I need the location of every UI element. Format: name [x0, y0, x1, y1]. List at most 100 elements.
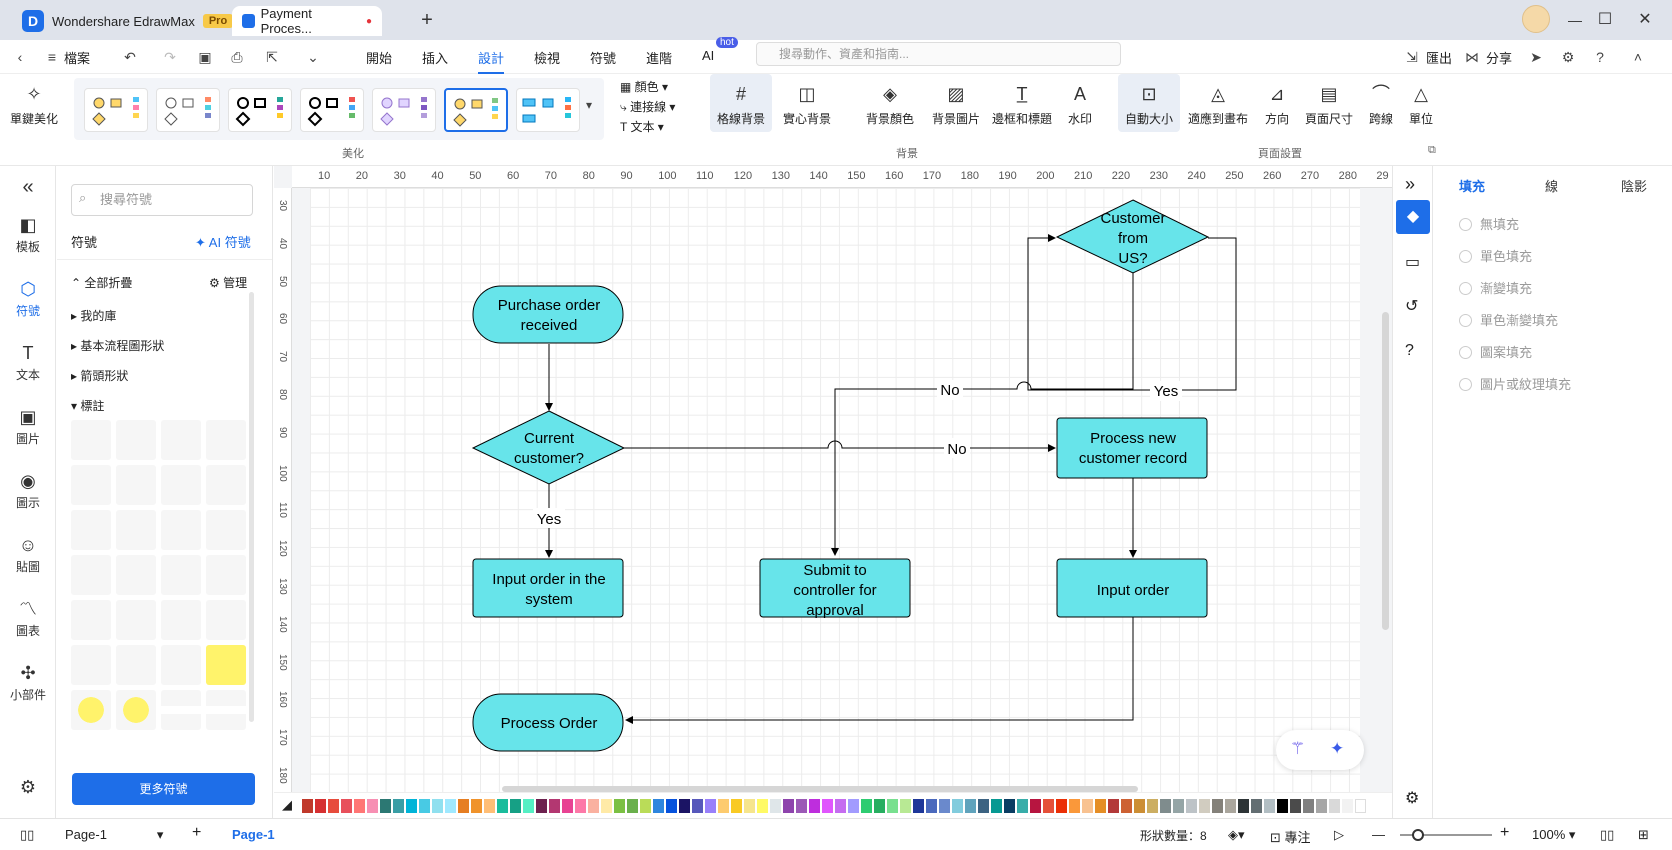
- page-list-icon[interactable]: ▯▯: [20, 827, 35, 842]
- callout-symbol-thumbnail[interactable]: [161, 510, 201, 550]
- book-view-icon[interactable]: ▯▯: [1600, 827, 1615, 842]
- color-swatch[interactable]: [1095, 799, 1106, 813]
- collapse-all-button[interactable]: ⌃ 全部折疊: [71, 274, 132, 291]
- shape-purchase-order-received[interactable]: [472, 285, 624, 344]
- color-swatch[interactable]: [1017, 799, 1028, 813]
- nav-widgets[interactable]: ✣小部件: [0, 660, 56, 703]
- nav-symbols[interactable]: ⬡符號: [0, 276, 56, 319]
- nav-template[interactable]: ◧模板: [0, 212, 56, 255]
- color-swatch[interactable]: [1030, 799, 1041, 813]
- color-swatch[interactable]: [315, 799, 326, 813]
- canvas-horizontal-scrollbar[interactable]: [502, 786, 1138, 792]
- symbol-search-input[interactable]: 搜尋符號: [71, 184, 253, 216]
- callout-symbol-thumbnail[interactable]: [71, 645, 111, 685]
- file-menu[interactable]: 檔案: [64, 51, 91, 66]
- zoom-in-button[interactable]: +: [1500, 824, 1510, 841]
- theme-option-1[interactable]: [84, 88, 148, 132]
- connector-us-yes-loop[interactable]: [1027, 234, 1237, 391]
- color-swatch[interactable]: [679, 799, 690, 813]
- nav-stickers[interactable]: ☺貼圖: [0, 532, 56, 575]
- color-swatch[interactable]: [848, 799, 859, 813]
- option-solid-fill[interactable]: 單色填充: [1459, 246, 1532, 265]
- theme-option-4[interactable]: [300, 88, 364, 132]
- help-circle-icon[interactable]: ?: [1405, 342, 1414, 359]
- color-swatch[interactable]: [822, 799, 833, 813]
- color-swatch[interactable]: [302, 799, 313, 813]
- color-swatch[interactable]: [1329, 799, 1340, 813]
- nav-image[interactable]: ▣圖片: [0, 404, 56, 447]
- tab-shadow[interactable]: 陰影: [1621, 179, 1648, 194]
- zoom-level[interactable]: 100% ▾: [1532, 827, 1576, 842]
- category-basic-flowchart[interactable]: ▸ 基本流程圖形狀: [71, 339, 165, 353]
- nav-charts[interactable]: 〽圖表: [0, 596, 56, 639]
- export-icon[interactable]: ⇲: [1406, 49, 1418, 65]
- color-swatch[interactable]: [588, 799, 599, 813]
- color-swatch[interactable]: [1056, 799, 1067, 813]
- shape-process-order[interactable]: [472, 693, 624, 752]
- share-button[interactable]: 分享: [1486, 51, 1513, 66]
- connector-us-no[interactable]: [831, 266, 1134, 556]
- callout-symbol-thumbnail[interactable]: [71, 465, 111, 505]
- fit-screen-icon[interactable]: ⊞: [1638, 827, 1649, 842]
- color-swatch[interactable]: [1043, 799, 1054, 813]
- orientation-button[interactable]: ⊿ 方向: [1262, 74, 1292, 127]
- gear-icon[interactable]: ⚙: [1405, 790, 1420, 807]
- color-swatch[interactable]: [549, 799, 560, 813]
- color-swatch[interactable]: [1264, 799, 1275, 813]
- color-swatch[interactable]: [1121, 799, 1132, 813]
- color-swatch[interactable]: [1251, 799, 1262, 813]
- tab-home[interactable]: 開始: [366, 51, 393, 66]
- export-doc-icon[interactable]: ⇱: [266, 49, 278, 65]
- color-swatch[interactable]: [861, 799, 872, 813]
- page-size-button[interactable]: ▤ 頁面尺寸: [1304, 74, 1354, 127]
- background-image-button[interactable]: ▨ 背景圖片: [924, 74, 988, 127]
- color-swatch[interactable]: [341, 799, 352, 813]
- color-swatch[interactable]: [458, 799, 469, 813]
- color-swatch[interactable]: [536, 799, 547, 813]
- color-swatch[interactable]: [757, 799, 768, 813]
- color-swatch[interactable]: [432, 799, 443, 813]
- color-swatch[interactable]: [744, 799, 755, 813]
- theme-gallery-more-icon[interactable]: ▾: [586, 98, 593, 112]
- fill-style-icon[interactable]: ◆: [1396, 200, 1430, 234]
- shape-input-order-system[interactable]: [472, 558, 624, 618]
- color-swatch[interactable]: [1342, 799, 1353, 813]
- color-swatch[interactable]: [835, 799, 846, 813]
- zoom-out-button[interactable]: —: [1372, 827, 1385, 842]
- color-swatch[interactable]: [783, 799, 794, 813]
- option-no-fill[interactable]: 無填充: [1459, 214, 1519, 233]
- canvas-vertical-scrollbar[interactable]: [1382, 312, 1389, 630]
- shape-input-order[interactable]: [1056, 558, 1208, 618]
- color-swatch[interactable]: [328, 799, 339, 813]
- print-icon[interactable]: ⎙: [231, 49, 243, 65]
- grid-background-button[interactable]: # 格線背景: [710, 74, 772, 132]
- color-swatch[interactable]: [1069, 799, 1080, 813]
- option-picture-fill[interactable]: 圖片或紋理填充: [1459, 374, 1571, 393]
- tab-insert[interactable]: 插入: [422, 51, 449, 66]
- zoom-slider-handle[interactable]: [1412, 829, 1424, 841]
- share-icon[interactable]: ⋈: [1465, 49, 1479, 65]
- callout-symbol-thumbnail[interactable]: [206, 555, 246, 595]
- fill-bucket-icon[interactable]: ◢: [282, 797, 292, 812]
- color-swatch[interactable]: [445, 799, 456, 813]
- shape-process-new-customer[interactable]: [1056, 417, 1208, 479]
- theme-option-3[interactable]: [228, 88, 292, 132]
- tab-ai[interactable]: AI: [702, 48, 715, 63]
- option-gradient-fill[interactable]: 漸變填充: [1459, 278, 1532, 297]
- color-swatch[interactable]: [614, 799, 625, 813]
- color-swatch[interactable]: [705, 799, 716, 813]
- ai-symbol-button[interactable]: ✦ AI 符號: [195, 232, 251, 251]
- color-swatch[interactable]: [601, 799, 612, 813]
- text-dropdown[interactable]: T 文本 ▾: [620, 120, 664, 134]
- manage-button[interactable]: ⚙ 管理: [209, 274, 247, 291]
- callout-symbol-thumbnail[interactable]: [206, 420, 246, 460]
- background-color-button[interactable]: ◈ 背景顏色: [860, 74, 920, 127]
- tab-design[interactable]: 設計: [478, 48, 505, 74]
- document-tab[interactable]: Payment Proces... ●: [232, 6, 382, 36]
- category-callouts[interactable]: ▾ 標註: [71, 399, 105, 413]
- color-swatch[interactable]: [1355, 799, 1366, 813]
- callout-symbol-thumbnail[interactable]: [161, 555, 201, 595]
- callout-symbol-thumbnail[interactable]: [161, 645, 201, 685]
- color-swatch[interactable]: [900, 799, 911, 813]
- theme-option-5[interactable]: [372, 88, 436, 132]
